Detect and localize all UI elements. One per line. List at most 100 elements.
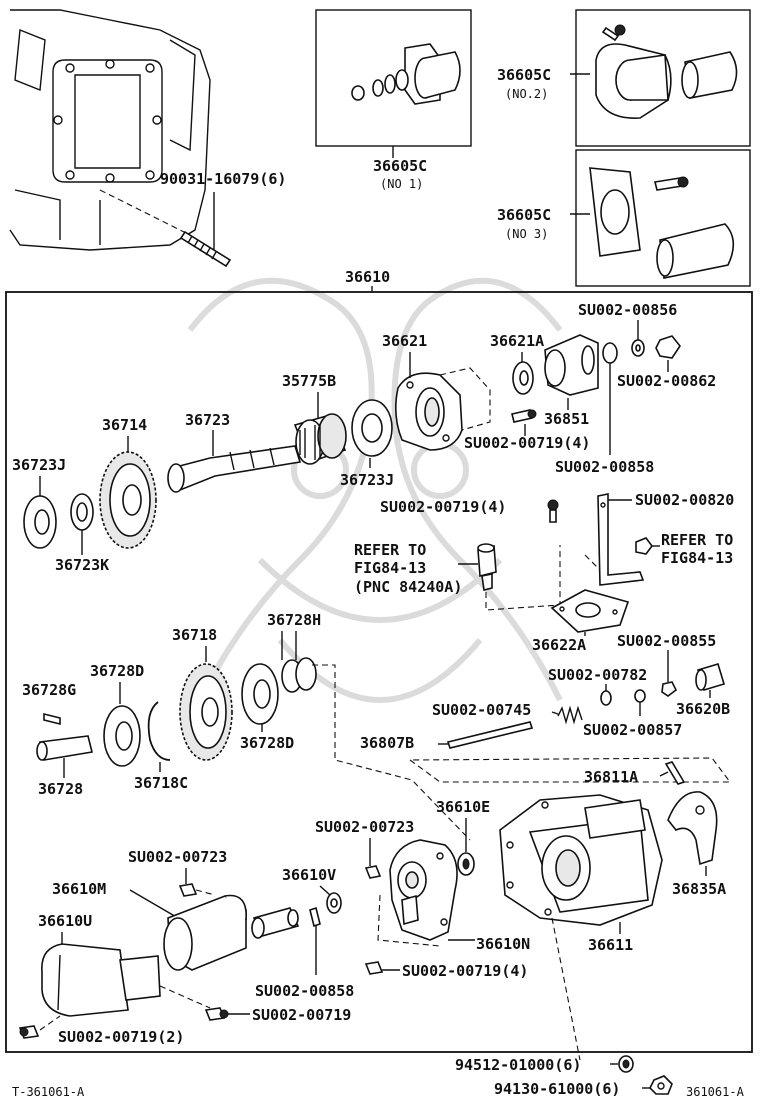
part-36621-housing (394, 367, 491, 451)
figure-code-left: T-361061-A (12, 1085, 85, 1099)
label-SU002-00719: SU002-00719 (252, 1006, 351, 1024)
nut-refer-right (635, 537, 653, 555)
label-36723J-right: 36723J (340, 471, 394, 489)
part-sensor-refer-left (477, 543, 497, 591)
label-36622A: 36622A (532, 636, 586, 654)
label-variant-no1-note: (NO 1) (380, 177, 423, 191)
part-coupling (251, 907, 300, 939)
label-36723K: 36723K (55, 556, 109, 574)
part-SU002-00820-bracket (584, 493, 645, 586)
label-36714: 36714 (102, 416, 147, 434)
label-SU002-00745: SU002-00745 (432, 701, 531, 719)
part-36728D-left-bearing (103, 705, 141, 767)
bolt-SU002-00719-lower-4 (364, 961, 384, 975)
part-94130-nut (649, 1075, 673, 1095)
part-36723-shaft (167, 445, 302, 493)
bolt-SU002-00719-lower (204, 1007, 229, 1021)
part-36718C-snapring (147, 701, 171, 761)
label-94512-01000: 94512-01000(6) (455, 1056, 581, 1074)
label-36610N: 36610N (476, 935, 530, 953)
label-36610U: 36610U (38, 912, 92, 930)
part-SU002-00855-nut (661, 681, 678, 697)
label-variant-no3-note: (NO 3) (505, 227, 548, 241)
variant-box-no2 (575, 9, 751, 147)
label-SU002-00857: SU002-00857 (583, 721, 682, 739)
label-SU002-00856: SU002-00856 (578, 301, 677, 319)
label-SU002-00723-upper: SU002-00723 (315, 818, 414, 836)
label-36718C: 36718C (134, 774, 188, 792)
part-36611-case (499, 794, 663, 926)
part-36723K (70, 493, 94, 531)
label-SU002-00858-top: SU002-00858 (555, 458, 654, 476)
part-pin-small (309, 906, 321, 928)
label-36610M: 36610M (52, 880, 106, 898)
label-SU002-00820: SU002-00820 (635, 491, 734, 509)
label-36807B: 36807B (360, 734, 414, 752)
part-SU002-00745-spring (557, 705, 583, 725)
label-36610V: 36610V (282, 866, 336, 884)
label-36851: 36851 (544, 410, 589, 428)
part-36714-gear (99, 451, 157, 549)
label-SU002-00855: SU002-00855 (617, 632, 716, 650)
label-36610E: 36610E (436, 798, 490, 816)
label-variant-no1-part: 36605C (373, 157, 427, 175)
part-SU002-00857 (634, 689, 646, 703)
part-36610V-washer (326, 892, 342, 914)
stud-bolt (179, 230, 232, 268)
variant-box-no3 (575, 149, 751, 287)
label-36728D-bottom: 36728D (240, 734, 294, 752)
label-94130-61000: 94130-61000(6) (494, 1080, 620, 1098)
label-36811A: 36811A (584, 768, 638, 786)
part-36851-sleeve (544, 334, 599, 396)
part-36610E-seal (457, 852, 475, 876)
label-36621: 36621 (382, 332, 427, 350)
label-refer-right-2: FIG84-13 (661, 549, 733, 567)
part-SU002-00862-nut (655, 335, 681, 359)
label-36620B: 36620B (676, 700, 730, 718)
part-36728H-rings (281, 657, 317, 693)
part-SU002-00782-washer (600, 690, 612, 706)
bolt-SU002-00719-2 (18, 1025, 40, 1039)
label-36728D-top: 36728D (90, 662, 144, 680)
label-36611: 36611 (588, 936, 633, 954)
label-refer-left-2: FIG84-13 (354, 559, 426, 577)
part-94512-washer (618, 1055, 634, 1073)
part-36610M-motor (163, 894, 247, 971)
part-36610U-cover (41, 943, 161, 1017)
label-36728G: 36728G (22, 681, 76, 699)
label-36723: 36723 (185, 411, 230, 429)
part-36723J-right (351, 399, 393, 457)
label-90031-16079: 90031-16079(6) (160, 170, 286, 188)
part-36620B-sleeve (695, 663, 725, 691)
label-36621A: 36621A (490, 332, 544, 350)
label-SU002-00719-2: SU002-00719(2) (58, 1028, 184, 1046)
label-SU002-00858-bottom: SU002-00858 (255, 982, 354, 1000)
label-refer-right-1: REFER TO (661, 531, 733, 549)
label-variant-no3-part: 36605C (497, 206, 551, 224)
variant-no3-illustration (589, 167, 735, 279)
label-SU002-00719-4b: SU002-00719(4) (380, 498, 506, 516)
part-36728D-right-bearing (241, 663, 279, 725)
variant-no1-illustration (351, 43, 461, 105)
label-SU002-00862: SU002-00862 (617, 372, 716, 390)
part-36718-gear (179, 663, 233, 761)
label-36728: 36728 (38, 780, 83, 798)
assembly-frame (5, 291, 753, 1053)
part-36728G-key (43, 712, 61, 726)
label-refer-left-1: REFER TO (354, 541, 426, 559)
label-SU002-00723-lower: SU002-00723 (128, 848, 227, 866)
label-36723J-left: 36723J (12, 456, 66, 474)
variant-no2-illustration (595, 24, 738, 119)
label-35775B: 35775B (282, 372, 336, 390)
label-variant-no2-part: 36605C (497, 66, 551, 84)
part-36835A-fork (667, 791, 718, 866)
label-36718: 36718 (172, 626, 217, 644)
figure-code-right: 361061-A (686, 1085, 745, 1099)
label-SU002-00782: SU002-00782 (548, 666, 647, 684)
part-SU002-00856-washer (631, 339, 645, 357)
transmission-case-illustration (9, 9, 211, 251)
part-36728-shaft (36, 735, 93, 761)
part-36811A-pin (664, 761, 686, 785)
label-assembly-36610: 36610 (345, 268, 390, 286)
